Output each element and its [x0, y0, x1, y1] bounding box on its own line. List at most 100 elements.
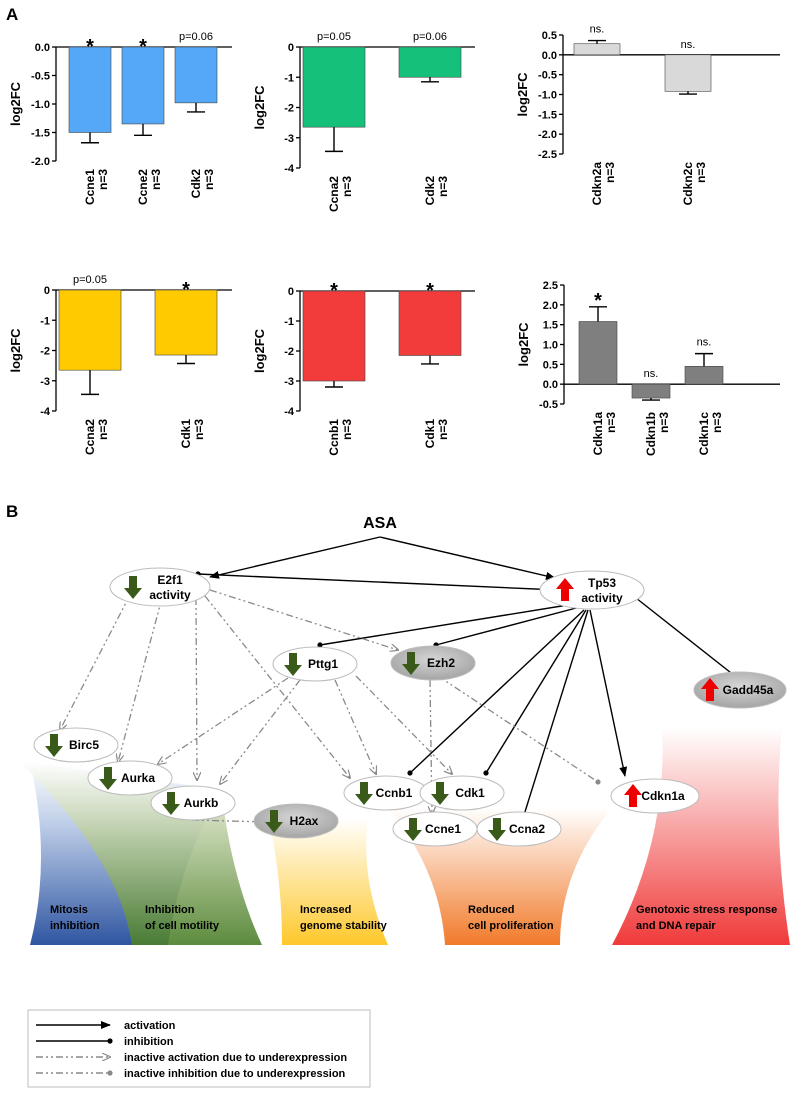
edge-e2f1-ccnb1: [204, 595, 350, 778]
outcome-prolif-line1: Reduced: [468, 904, 514, 916]
y-axis-label: log2FC: [516, 322, 531, 367]
node-ccne1: Ccne1: [392, 811, 478, 847]
node-label: Ccne1: [425, 822, 461, 836]
outcome-mitosis-line2: inhibition: [50, 920, 100, 932]
edge-tp53-ccna2: [521, 609, 589, 818]
down-arrow-icon: [488, 818, 506, 841]
y-tick-label: -1.0: [31, 99, 50, 111]
y-axis-label: log2FC: [8, 81, 23, 126]
category-label: Ccna2: [327, 176, 341, 212]
down-arrow-icon: [431, 782, 449, 805]
bar-cdk1: [398, 290, 462, 356]
legend-inactive-inhibition: inactive inhibition due to underexpressi…: [124, 1068, 346, 1080]
y-tick-label: 1.5: [543, 320, 558, 332]
node-label: Tp53: [588, 576, 616, 590]
significance-label: p=0.06: [413, 31, 447, 43]
significance-label: p=0.05: [317, 31, 351, 43]
down-arrow-icon: [402, 652, 420, 675]
y-tick-label: 0.5: [543, 359, 558, 371]
node-label: Gadd45a: [723, 683, 774, 697]
y-tick-label: -2.0: [538, 129, 557, 141]
significance-label: *: [182, 279, 190, 301]
y-tick-label: -1: [40, 315, 50, 327]
n-label: n=3: [657, 412, 671, 433]
funnel-genome: [268, 818, 388, 945]
outcome-mitosis-line1: Mitosis: [50, 904, 88, 916]
y-tick-label: 0: [44, 285, 50, 297]
bar-ccna2: [58, 289, 122, 371]
y-tick-label: 2.0: [543, 300, 558, 312]
category-label: Cdkn1a: [591, 412, 605, 456]
bar-cdkn2a: [573, 43, 621, 56]
node-label: Cdkn1a: [641, 789, 685, 803]
edge-tp53-e2f1: [195, 571, 559, 591]
category-label: Ccne2: [136, 169, 150, 205]
outcome-stress-line1: Genotoxic stress response: [636, 904, 777, 916]
down-arrow-icon: [404, 818, 422, 841]
node-pttg1: Pttg1: [272, 646, 358, 682]
chart-3: 0.50.0-0.5-1.0-1.5-2.0-2.5log2FCns.Cdkn2…: [515, 24, 780, 206]
bar-cdkn1b: [631, 383, 671, 399]
node-shape: [693, 671, 787, 709]
y-tick-label: -4: [284, 406, 295, 418]
node-aurka: Aurka: [87, 760, 173, 796]
n-label: n=3: [192, 419, 206, 440]
n-label: n=3: [202, 169, 216, 190]
y-tick-label: -2: [284, 103, 294, 115]
node-label: E2f1: [157, 573, 183, 587]
y-tick-label: 0: [288, 42, 294, 54]
edge-asa-tp53: [379, 536, 556, 580]
edge-e2f1-aurka: [118, 597, 163, 762]
bar-cdk1: [154, 289, 218, 356]
node-cdk1: Cdk1: [419, 775, 505, 811]
category-label: Cdkn2c: [681, 162, 695, 206]
node-ezh2: Ezh2: [390, 645, 476, 681]
significance-label: *: [426, 280, 434, 302]
y-axis-label: log2FC: [252, 85, 267, 130]
n-label: n=3: [340, 176, 354, 197]
significance-label: ns.: [681, 39, 696, 51]
y-tick-label: -3: [284, 133, 294, 145]
significance-label: ns.: [697, 337, 712, 349]
y-tick-label: -3: [40, 376, 50, 388]
category-label: Cdkn1c: [697, 412, 711, 456]
outcome-prolif-line2: cell proliferation: [468, 920, 554, 932]
panel-b-label: B: [6, 502, 18, 521]
n-label: n=3: [694, 162, 708, 183]
outcome-motility-line1: Inhibition: [145, 904, 195, 916]
category-label: Ccnb1: [327, 419, 341, 456]
down-arrow-icon: [124, 576, 142, 599]
y-tick-label: -1: [284, 72, 294, 84]
y-tick-label: 0.0: [542, 50, 557, 62]
down-arrow-icon: [45, 734, 63, 757]
y-tick-label: -1: [284, 316, 294, 328]
edge-pttg1-aurka: [158, 677, 289, 764]
node-cdkn1a: Cdkn1a: [610, 778, 700, 814]
edge-tp53-gadd45a: [635, 597, 741, 681]
y-tick-label: -2.5: [538, 149, 557, 161]
category-label: Cdkn1b: [644, 412, 658, 456]
edge-pttg1-aurkb: [220, 679, 301, 784]
edge-tp53-pttg1: [317, 603, 575, 648]
edge-tp53-ccnb1: [407, 609, 585, 776]
edge-e2f1-birc5: [60, 594, 131, 730]
edge-e2f1-ezh2: [209, 589, 398, 650]
bar-ccnb1: [302, 290, 366, 382]
y-tick-label: 1.0: [543, 340, 558, 352]
n-label: n=3: [436, 176, 450, 197]
n-label: n=3: [149, 169, 163, 190]
down-arrow-icon: [265, 810, 283, 833]
y-axis-label: log2FC: [8, 328, 23, 373]
outcome-genome-line2: genome stability: [300, 920, 388, 932]
node-label: Ccnb1: [376, 786, 413, 800]
y-tick-label: -1.5: [31, 128, 50, 140]
y-axis-label: log2FC: [252, 328, 267, 373]
up-arrow-icon: [701, 678, 719, 701]
edge-e2f1-aurkb: [196, 597, 197, 780]
